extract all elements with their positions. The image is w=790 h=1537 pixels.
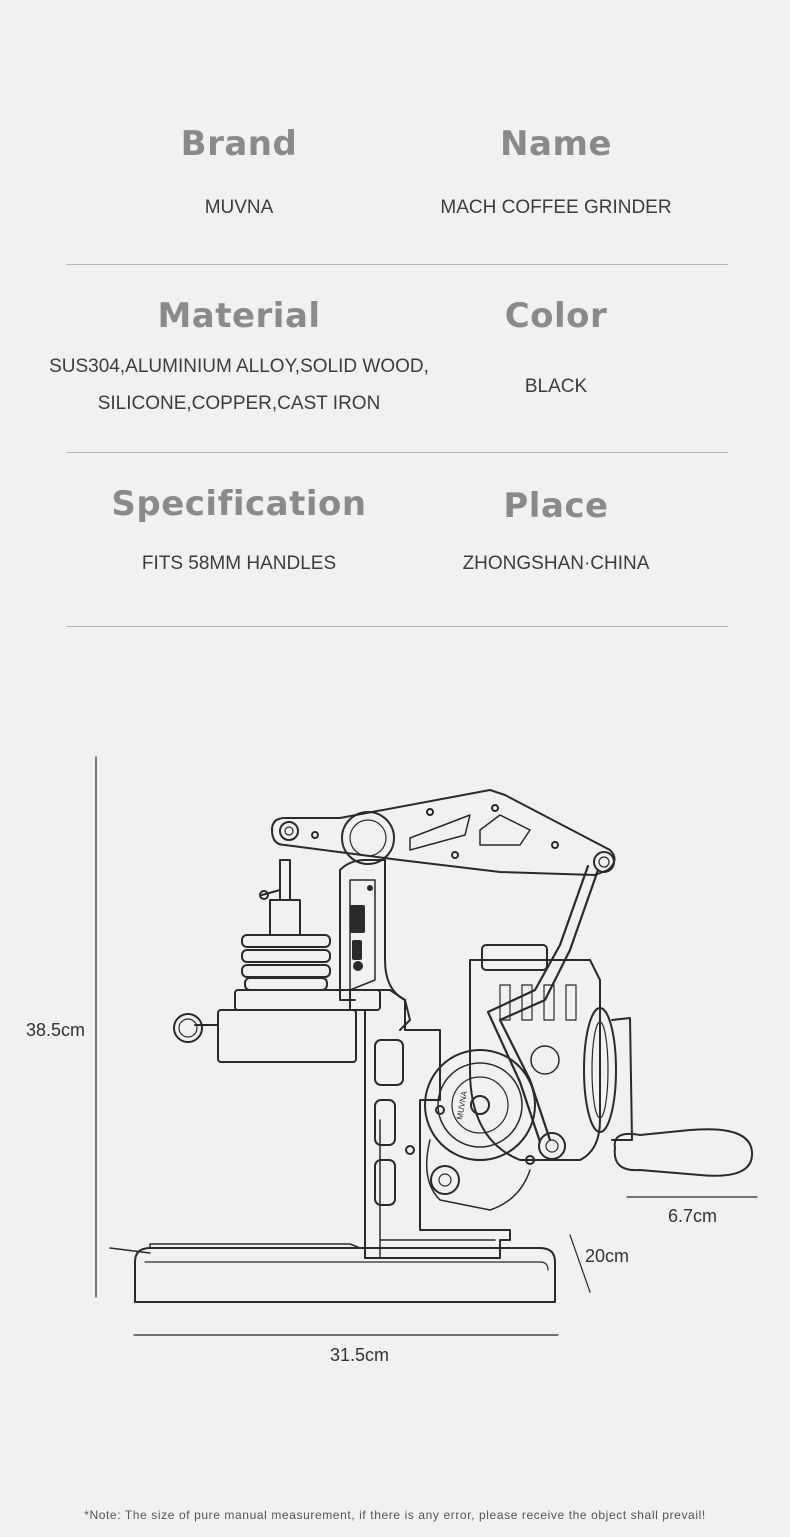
burr-brand-text: MUVNA <box>455 1090 469 1121</box>
main-column <box>349 989 511 1259</box>
material-value-line1: SUS304,ALUMINIUM ALLOY,SOLID WOOD, <box>49 356 429 377</box>
color-value: BLACK <box>524 376 588 397</box>
name-label: Name <box>500 124 612 164</box>
place-label: Place <box>503 486 609 526</box>
linkage-rod <box>498 868 600 1142</box>
specification-label: Specification <box>111 484 367 524</box>
divider-1 <box>66 264 728 265</box>
divider-2 <box>66 452 728 453</box>
burr-disc <box>424 1049 536 1161</box>
name-value: MACH COFFEE GRINDER <box>440 197 672 218</box>
logo-plate <box>350 885 373 971</box>
material-value-line2: SILICONE,COPPER,CAST IRON <box>97 393 381 414</box>
crank-wheel <box>583 1007 617 1133</box>
specification-value: FITS 58MM HANDLES <box>141 553 337 574</box>
material-label: Material <box>157 296 321 336</box>
base-tray <box>134 1247 556 1303</box>
color-label: Color <box>504 296 608 336</box>
width-dimension-label: 31.5cm <box>330 1345 390 1365</box>
place-value: ZHONGSHAN·CHINA <box>462 553 650 574</box>
handle-dimension-label: 6.7cm <box>668 1206 718 1226</box>
brand-value: MUVNA <box>204 197 274 218</box>
depth-dimension-label: 20cm <box>585 1246 630 1266</box>
height-dimension-label: 38.5cm <box>26 1020 86 1040</box>
depth-dimension-line <box>569 1234 591 1293</box>
divider-3 <box>66 626 728 627</box>
brand-label: Brand <box>180 124 298 164</box>
measurement-note: *Note: The size of pure manual measureme… <box>84 1508 706 1522</box>
crank-handle <box>613 1128 754 1177</box>
lever-arm <box>271 789 616 876</box>
